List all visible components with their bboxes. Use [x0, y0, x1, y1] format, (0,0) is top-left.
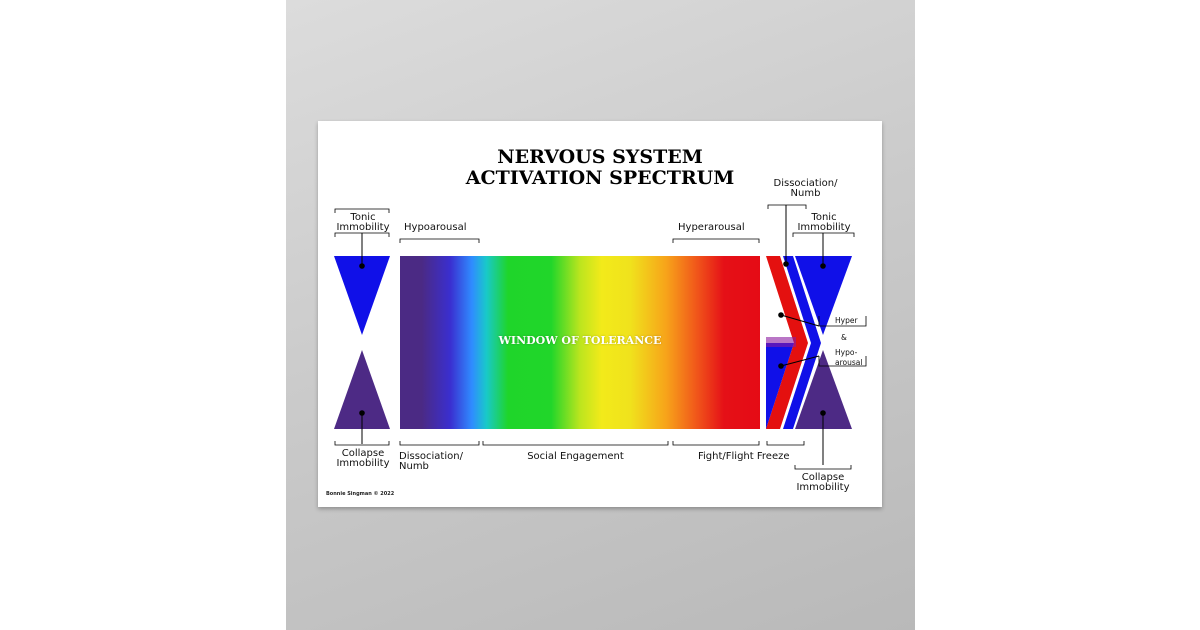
left-tonic-triangle: [334, 256, 390, 335]
label-hypo: Hypo-: [835, 348, 858, 357]
label-arousal: arousal: [835, 358, 863, 367]
title-line-1: NERVOUS SYSTEM: [497, 146, 703, 168]
label-dissociation-right: Dissociation/Numb: [773, 178, 838, 199]
dissociation-dot: [783, 261, 789, 267]
label-social-engagement: Social Engagement: [527, 451, 624, 462]
freeze-blend: [766, 337, 796, 347]
right-tonic-dot: [820, 263, 826, 269]
title-line-2: ACTIVATION SPECTRUM: [465, 167, 735, 189]
label-hyper: Hyper: [835, 316, 858, 325]
right-tonic-triangle: [795, 256, 852, 335]
poster: NERVOUS SYSTEM ACTIVATION SPECTRUM Tonic…: [318, 121, 882, 507]
credit-text: Bonnie Singman © 2022: [326, 491, 395, 497]
label-dissociation-bottom: Dissociation/Numb: [399, 451, 463, 472]
freeze-red-chevron: [766, 256, 808, 429]
label-hyperarousal: Hyperarousal: [678, 222, 745, 233]
diagram-shapes: [334, 204, 867, 470]
window-of-tolerance-spectrum: [400, 256, 760, 429]
right-collapse-triangle: [795, 350, 852, 429]
label-fight-flight-freeze: Fight/Flight Freeze: [698, 451, 790, 462]
label-hypoarousal: Hypoarousal: [404, 222, 467, 233]
freeze-blue-stripe: [783, 256, 821, 429]
left-collapse-triangle: [334, 350, 390, 429]
label-amp: &: [841, 333, 847, 342]
window-of-tolerance-label: WINDOW OF TOLERANCE: [498, 334, 662, 347]
